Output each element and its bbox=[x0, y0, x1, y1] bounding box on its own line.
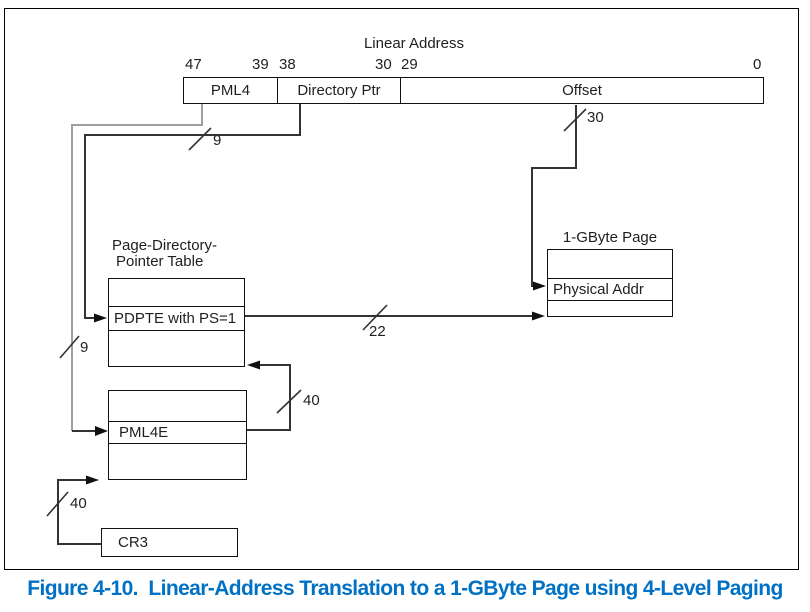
bus-width-40-pdpt-base: 40 bbox=[303, 392, 320, 409]
pdpt-title: Page-Directory- Pointer Table bbox=[112, 238, 217, 270]
linear-address-title: Linear Address bbox=[363, 35, 465, 52]
bus-width-22-page-base: 22 bbox=[369, 323, 386, 340]
bus-width-9-pml4: 9 bbox=[80, 339, 89, 356]
figure-caption: Figure 4-10. Linear-Address Translation … bbox=[27, 577, 783, 600]
bit-label-0: 0 bbox=[753, 56, 762, 73]
bus-width-40-cr3: 40 bbox=[70, 495, 87, 512]
figure-border bbox=[4, 8, 799, 570]
pdpt-title-line1: Page-Directory- bbox=[112, 237, 218, 254]
page-title: 1-GByte Page bbox=[562, 229, 658, 246]
pml4e-entry: PML4E bbox=[109, 422, 246, 444]
bit-label-39: 39 bbox=[252, 56, 269, 73]
pdpt-table: PDPTE with PS=1 bbox=[108, 278, 245, 367]
pdpt-empty-row-bottom bbox=[109, 331, 244, 366]
bit-label-29: 29 bbox=[401, 56, 418, 73]
field-directory-ptr: Directory Ptr bbox=[277, 78, 400, 103]
pml4-empty-row-top bbox=[109, 391, 246, 422]
bit-label-38: 38 bbox=[279, 56, 296, 73]
pdpt-title-line2: Pointer Table bbox=[116, 253, 204, 270]
bus-width-30-offset: 30 bbox=[587, 109, 604, 126]
physical-addr-entry: Physical Addr bbox=[548, 279, 672, 301]
pdpte-entry: PDPTE with PS=1 bbox=[109, 307, 244, 331]
gbyte-page-box: Physical Addr bbox=[547, 249, 673, 317]
pml4-table: PML4E bbox=[108, 390, 247, 480]
pdpt-empty-row-top bbox=[109, 279, 244, 307]
bus-width-9-directory: 9 bbox=[213, 132, 222, 149]
cr3-box: CR3 bbox=[101, 528, 238, 557]
field-pml4: PML4 bbox=[210, 82, 251, 99]
cr3-label: CR3 bbox=[118, 534, 149, 551]
pml4-empty-row-bottom bbox=[109, 444, 246, 479]
bit-label-30: 30 bbox=[375, 56, 392, 73]
field-offset: Offset bbox=[400, 78, 763, 103]
page-empty-row-bottom bbox=[548, 301, 672, 316]
page-empty-row-top bbox=[548, 250, 672, 279]
bit-label-47: 47 bbox=[185, 56, 202, 73]
linear-address-box: PML4 Directory Ptr Offset bbox=[183, 77, 764, 104]
